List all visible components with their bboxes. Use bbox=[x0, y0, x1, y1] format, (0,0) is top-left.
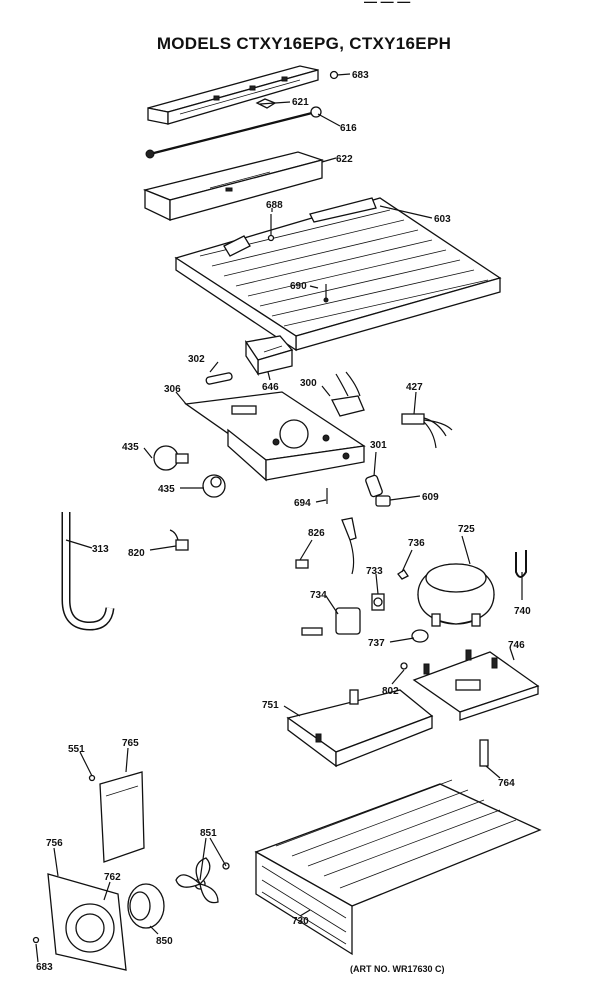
switch-part bbox=[331, 371, 365, 417]
drain-pan-part bbox=[286, 689, 434, 768]
relay-part-734 bbox=[301, 607, 361, 636]
screw-part-bottom bbox=[32, 936, 40, 944]
harness-part bbox=[401, 413, 453, 449]
art-number-label: (ART NO. WR17630 C) bbox=[350, 964, 445, 974]
fan-blade-part bbox=[175, 857, 230, 904]
bracket-part-740 bbox=[515, 550, 527, 578]
capacitor-part bbox=[169, 529, 189, 551]
button-part-609 bbox=[375, 495, 391, 507]
channel-part bbox=[142, 151, 325, 222]
part-number-label: 683 bbox=[36, 962, 53, 973]
part-number-label: 603 bbox=[434, 214, 451, 225]
part-number-label: 733 bbox=[366, 566, 383, 577]
base-plate-part bbox=[412, 649, 540, 721]
grommet-part bbox=[411, 629, 429, 643]
screw-part-802 bbox=[400, 662, 408, 670]
thermostat-part bbox=[244, 335, 294, 377]
control-housing-part bbox=[184, 391, 366, 482]
part-number-label: 851 bbox=[200, 828, 217, 839]
screw-part-690 bbox=[323, 284, 329, 303]
part-number-label: 313 bbox=[92, 544, 109, 555]
plunger-part bbox=[365, 474, 383, 498]
part-number-label: 730 bbox=[292, 916, 309, 927]
screw-part-688 bbox=[267, 214, 275, 242]
relay-part bbox=[295, 517, 357, 575]
part-number-label: 802 bbox=[382, 686, 399, 697]
part-number-label: 301 bbox=[370, 440, 387, 451]
part-number-label: 300 bbox=[300, 378, 317, 389]
part-number-label: 764 bbox=[498, 778, 515, 789]
part-number-label: 622 bbox=[336, 154, 353, 165]
compressor-part bbox=[417, 563, 495, 627]
part-number-label: 609 bbox=[422, 492, 439, 503]
knob-part-435 bbox=[202, 474, 226, 498]
leader-lines bbox=[35, 101, 523, 963]
part-number-label: 725 bbox=[458, 524, 475, 535]
part-number-label: 646 bbox=[262, 382, 279, 393]
clip-part-736 bbox=[397, 569, 409, 580]
part-number-label: 616 bbox=[340, 123, 357, 134]
bulb-part-302 bbox=[205, 372, 233, 385]
part-number-label: 690 bbox=[290, 281, 307, 292]
condenser-part bbox=[254, 779, 542, 956]
part-labels: 683 621 616 622 688 603 690 302 646 306 … bbox=[36, 70, 531, 973]
overload-part-733 bbox=[371, 593, 385, 611]
bulb-part-435 bbox=[153, 445, 189, 471]
part-number-label: 850 bbox=[156, 936, 173, 947]
fan-shroud-part bbox=[47, 873, 127, 971]
part-number-label: 826 bbox=[308, 528, 325, 539]
part-number-label: 688 bbox=[266, 200, 283, 211]
part-number-label: 737 bbox=[368, 638, 385, 649]
part-number-label: 551 bbox=[68, 744, 85, 755]
page-title: MODELS CTXY16EPG, CTXY16EPH bbox=[156, 34, 452, 53]
part-number-label: 435 bbox=[158, 484, 175, 495]
drain-tube-part bbox=[61, 512, 115, 631]
screw-part-551 bbox=[88, 774, 96, 782]
part-number-label: 427 bbox=[406, 382, 423, 393]
screw-part-top bbox=[329, 70, 351, 80]
fan-motor-part bbox=[127, 883, 165, 929]
control-rail-part bbox=[147, 65, 319, 125]
part-number-label: 746 bbox=[508, 640, 525, 651]
part-number-label: 306 bbox=[164, 384, 181, 395]
part-number-label: 621 bbox=[292, 97, 309, 108]
part-number-label: 736 bbox=[408, 538, 425, 549]
part-number-label: 435 bbox=[122, 442, 139, 453]
shelf-part bbox=[174, 197, 502, 352]
rod-socket-part bbox=[145, 106, 322, 159]
part-number-label: 734 bbox=[310, 590, 327, 601]
part-number-label: 694 bbox=[294, 498, 311, 509]
cover-plate-part bbox=[99, 771, 145, 863]
clip-part-764 bbox=[479, 739, 489, 767]
part-number-label: 751 bbox=[262, 700, 279, 711]
part-number-label: 762 bbox=[104, 872, 121, 883]
part-number-label: 820 bbox=[128, 548, 145, 559]
part-number-label: 740 bbox=[514, 606, 531, 617]
part-number-label: 756 bbox=[46, 838, 63, 849]
part-number-label: 683 bbox=[352, 70, 369, 81]
top-edge-mark: — — — bbox=[364, 0, 411, 9]
part-number-label: 765 bbox=[122, 738, 139, 749]
part-number-label: 302 bbox=[188, 354, 205, 365]
